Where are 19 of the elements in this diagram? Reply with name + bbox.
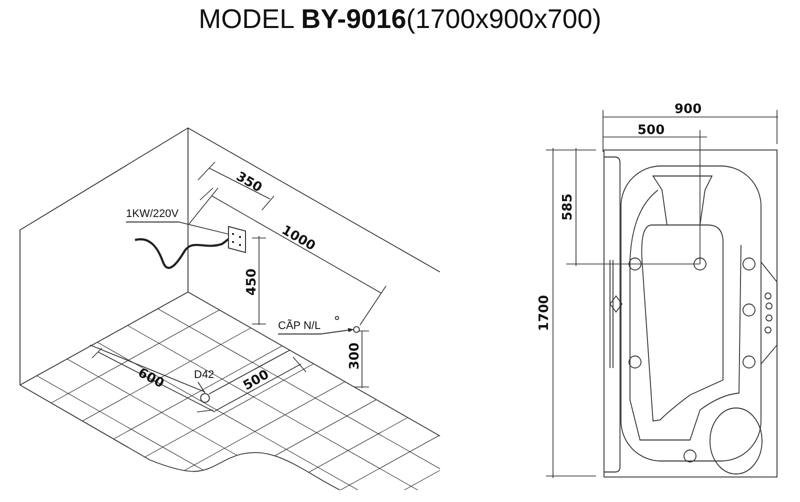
- junction-box: [228, 226, 246, 253]
- dimension-label: 1700: [538, 294, 552, 332]
- callout-label: D42: [194, 368, 214, 382]
- callout-label: CÃP N/L: [278, 319, 321, 333]
- dimension-label: 350: [232, 170, 264, 196]
- title: MODEL BY-9016(1700x900x700): [198, 4, 602, 35]
- dimension-label: 450: [245, 268, 260, 296]
- dimension-label: 500: [240, 368, 272, 394]
- dimension-label: 585: [561, 193, 576, 221]
- dimension-label: 900: [674, 103, 702, 117]
- leader-line: [126, 222, 228, 234]
- drain-hole: [200, 393, 210, 403]
- dimension-label: 500: [638, 124, 665, 138]
- callout-label: 1KW/220V: [126, 207, 179, 221]
- leader-line: [278, 328, 354, 334]
- supply-outlet: [353, 326, 360, 333]
- dimension-label: 600: [134, 366, 166, 392]
- leader-line: [198, 382, 206, 394]
- dimension-label: 300: [348, 342, 362, 370]
